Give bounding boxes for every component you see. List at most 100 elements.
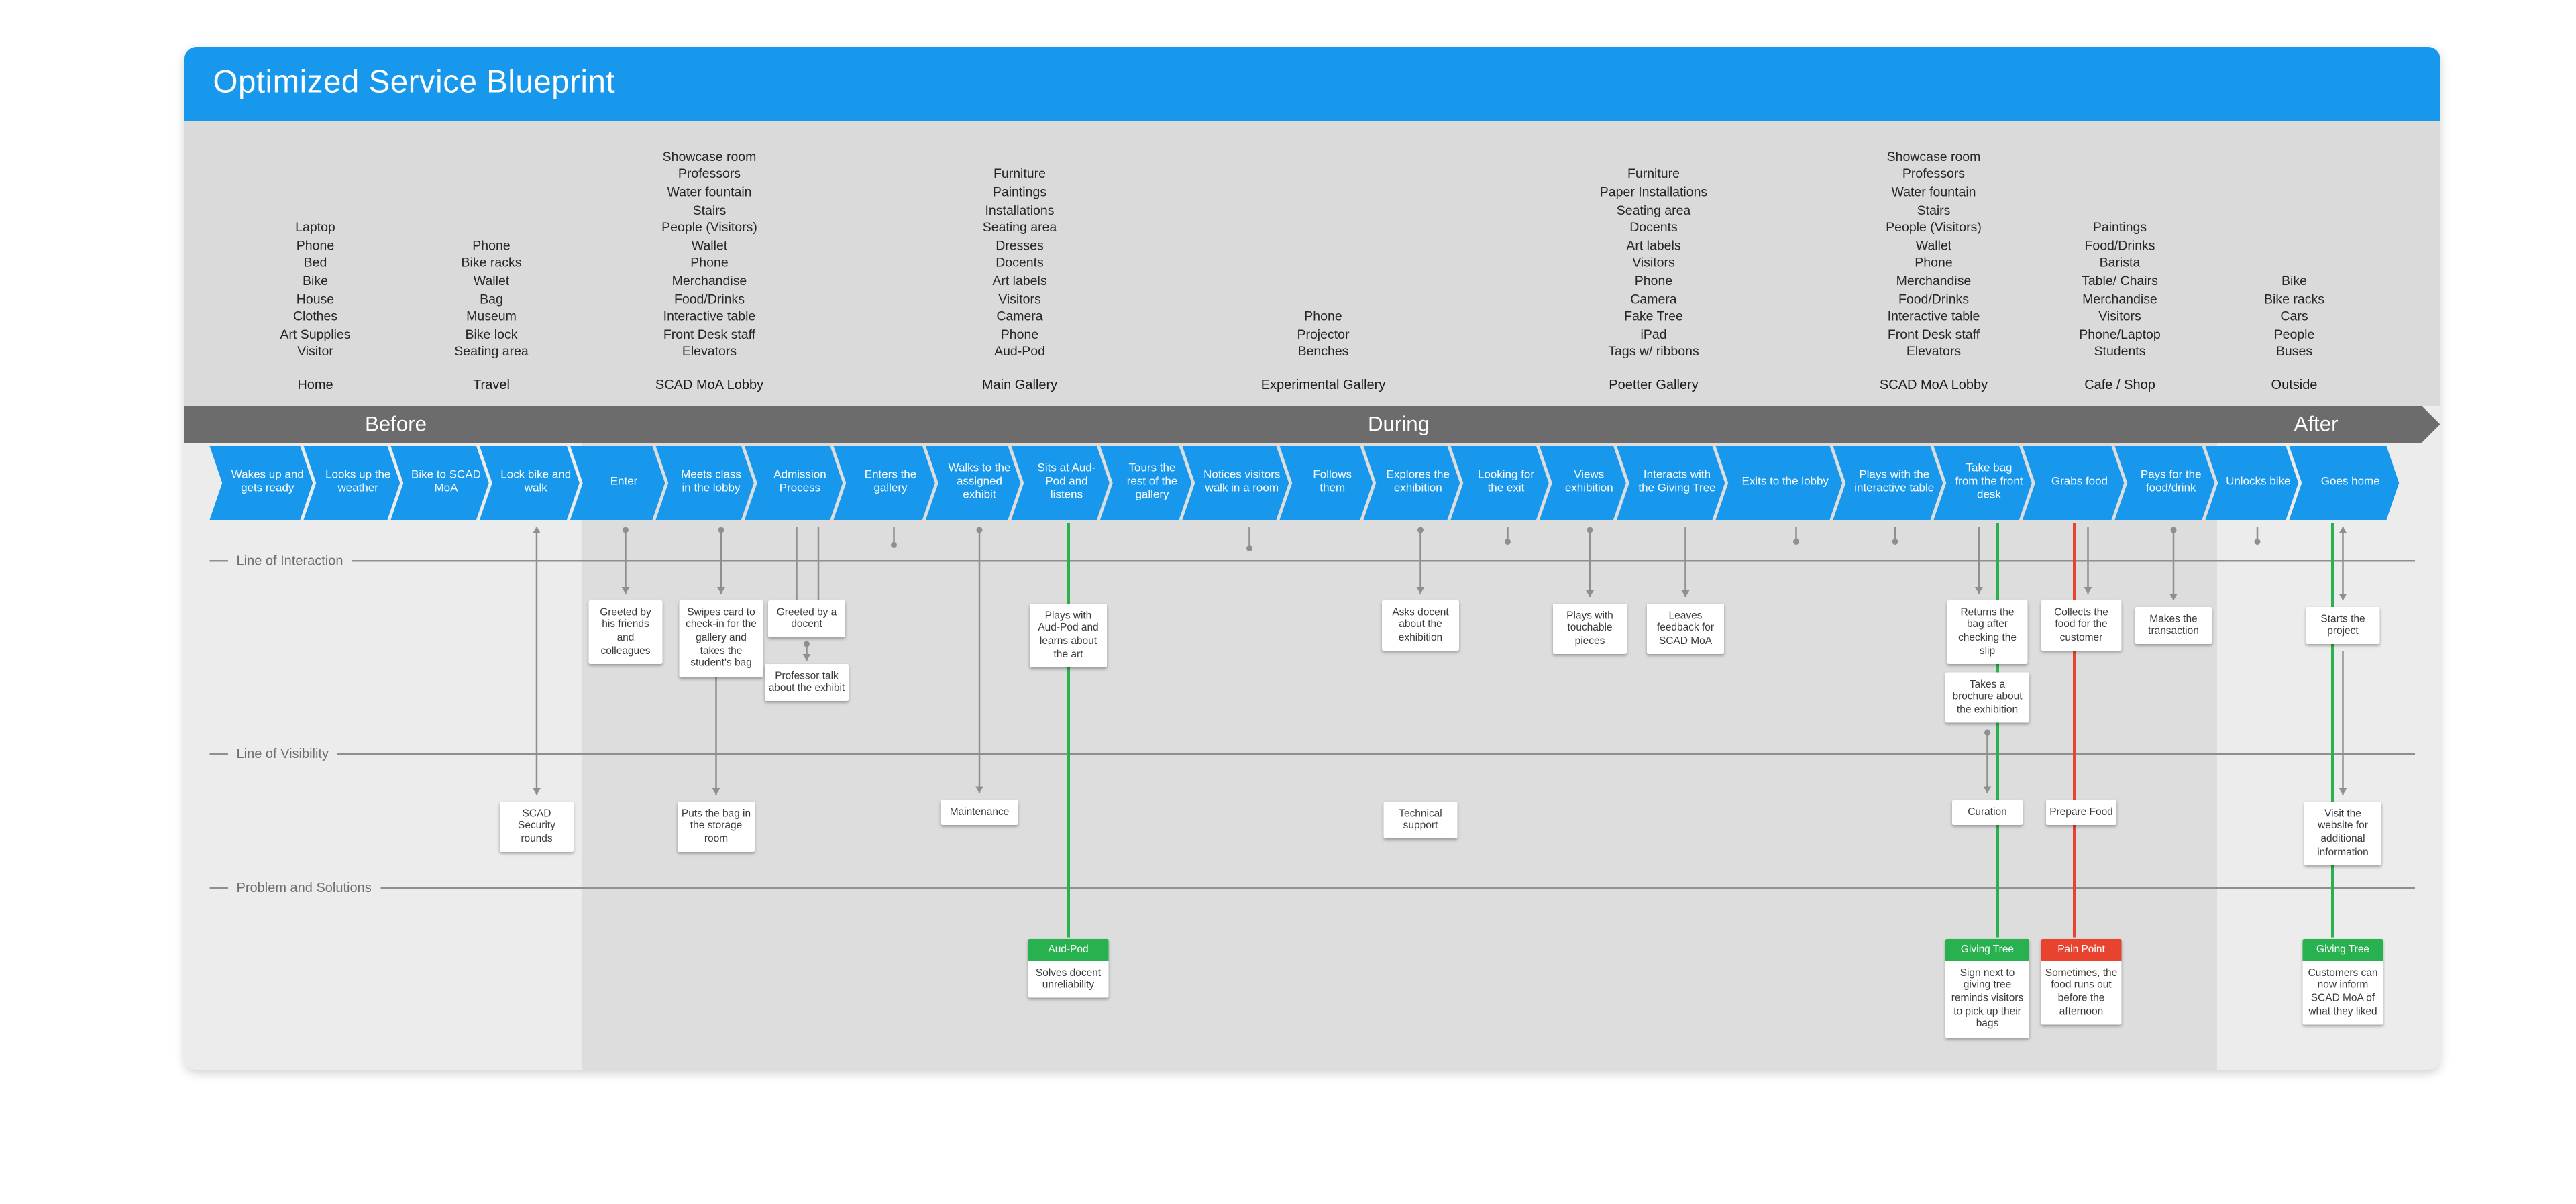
- journey-step-label: Enters the gallery: [864, 469, 917, 495]
- connector-arrow-down: [1586, 590, 1594, 597]
- evidence-item: Art Supplies: [280, 327, 351, 342]
- connector-arrow-down: [717, 587, 725, 594]
- connector-dot: [623, 527, 629, 533]
- connector-arrow-down: [2339, 788, 2347, 795]
- connector-arrow-down: [1983, 786, 1992, 793]
- evidence-item: Visitors: [1632, 256, 1675, 271]
- evidence-item: Art labels: [1626, 237, 1681, 254]
- evidence-item: Art labels: [992, 273, 1047, 289]
- journey-step: Follows them: [1280, 446, 1376, 520]
- journey-step-label: Follows them: [1313, 469, 1352, 495]
- journey-step: Bike to SCAD MoA: [391, 446, 492, 520]
- evidence-item: Professors: [678, 166, 741, 182]
- line-segment: [337, 752, 2415, 754]
- evidence-item: Paintings: [2092, 220, 2147, 235]
- connector-arrow-down: [1416, 587, 1425, 594]
- journey-step-label: Exits to the lobby: [1741, 476, 1829, 488]
- journey-step-label: Plays with the interactive table: [1854, 469, 1935, 495]
- location-label: SCAD MoA Lobby: [1879, 377, 1988, 393]
- evidence-item: Bed: [303, 256, 327, 271]
- evidence-item: Front Desk staff: [1887, 327, 1980, 342]
- evidence-item: Bike: [2282, 273, 2307, 289]
- evidence-item: Interactive table: [1887, 309, 1980, 325]
- connector-dot: [1417, 527, 1424, 533]
- journey-step-label: Notices visitors walk in a room: [1203, 469, 1281, 495]
- journey-step: Sits at Aud-Pod and listens: [1012, 446, 1112, 520]
- evidence-item: Dresses: [996, 237, 1044, 254]
- journey-step-label: Grabs food: [2051, 476, 2108, 488]
- evidence-item: Installations: [985, 202, 1055, 218]
- connector-dot: [804, 641, 810, 647]
- evidence-item: Phone: [1304, 309, 1342, 325]
- journey-step-label: Views exhibition: [1564, 469, 1613, 495]
- evidence-item: Barista: [2099, 256, 2141, 271]
- problem-and-solutions-line: Problem and Solutions: [209, 879, 2415, 895]
- evidence-item: Laptop: [295, 220, 335, 235]
- problem-and-solutions-label: Problem and Solutions: [236, 879, 372, 895]
- connector-arrow-down: [621, 587, 630, 594]
- evidence-item: Tags w/ ribbons: [1608, 344, 1699, 360]
- location-label: Outside: [2271, 377, 2318, 393]
- connector-arrow-down: [533, 788, 541, 795]
- evidence-item: Bike racks: [461, 256, 522, 271]
- evidence-item: Students: [2094, 344, 2146, 360]
- journey-step-label: Bike to SCAD MoA: [411, 469, 481, 495]
- journey-step: Pays for the food/drink: [2115, 446, 2218, 520]
- connector-arrow-down: [975, 786, 983, 793]
- evidence-item: Table/ Chairs: [2082, 273, 2158, 289]
- evidence-item: Bike racks: [2264, 291, 2324, 307]
- evidence-item: Museum: [466, 309, 517, 325]
- line-segment: [209, 752, 228, 754]
- evidence-item: Phone: [1634, 273, 1673, 289]
- journey-step: Tours the rest of the gallery: [1100, 446, 1194, 520]
- journey-step-label: Wakes up and gets ready: [231, 469, 304, 495]
- evidence-item: Buses: [2275, 344, 2313, 360]
- journey-step: Admission Process: [745, 446, 845, 520]
- journey-step-label: Explores the exhibition: [1386, 469, 1450, 495]
- evidence-item: Stairs: [1917, 202, 1951, 218]
- evidence-item: Visitors: [2098, 309, 2141, 325]
- journey-step-label: Meets class in the lobby: [681, 469, 741, 495]
- line-segment: [352, 559, 2415, 561]
- connector-dot: [891, 542, 898, 549]
- phase-label-during: During: [1367, 413, 1430, 436]
- evidence-item: Seating area: [982, 220, 1057, 235]
- evidence-item: Elevators: [1906, 344, 1962, 360]
- journey-step: Interacts with the Giving Tree: [1617, 446, 1727, 520]
- journey-step: Explores the exhibition: [1364, 446, 1463, 520]
- evidence-item: Phone: [472, 237, 511, 254]
- journey-step: Walks to the assigned exhibit: [926, 446, 1023, 520]
- line-of-visibility: Line of Visibility: [209, 745, 2415, 761]
- evidence-item: Aud-Pod: [994, 344, 1045, 360]
- evidence-item: Phone/Laptop: [2079, 327, 2161, 342]
- evidence-item: Visitors: [998, 291, 1041, 307]
- line-segment: [209, 559, 228, 561]
- connector-arrow-down: [802, 654, 811, 661]
- journey-step-label: Looking for the exit: [1477, 469, 1535, 495]
- evidence-item: Paper Installations: [1599, 184, 1708, 200]
- journey-step: Wakes up and gets ready: [210, 446, 316, 520]
- evidence-item: Phone: [1915, 256, 1953, 271]
- location-label: Home: [297, 377, 333, 393]
- location-label: Travel: [473, 377, 510, 393]
- journey-step-label: Goes home: [2320, 476, 2380, 488]
- journey-step: Enter: [570, 446, 667, 520]
- journey-step: Plays with the interactive table: [1833, 446, 1946, 520]
- location-label: Poetter Gallery: [1609, 377, 1699, 393]
- evidence-item: Merchandise: [2082, 291, 2157, 307]
- journey-step: Take bag from the front desk: [1934, 446, 2035, 520]
- evidence-item: Wallet: [691, 237, 728, 254]
- connector-arrow-down: [2084, 587, 2092, 594]
- phase-label-after: After: [2294, 413, 2339, 436]
- connector-dot: [1892, 539, 1898, 545]
- evidence-item: Phone: [1000, 327, 1039, 342]
